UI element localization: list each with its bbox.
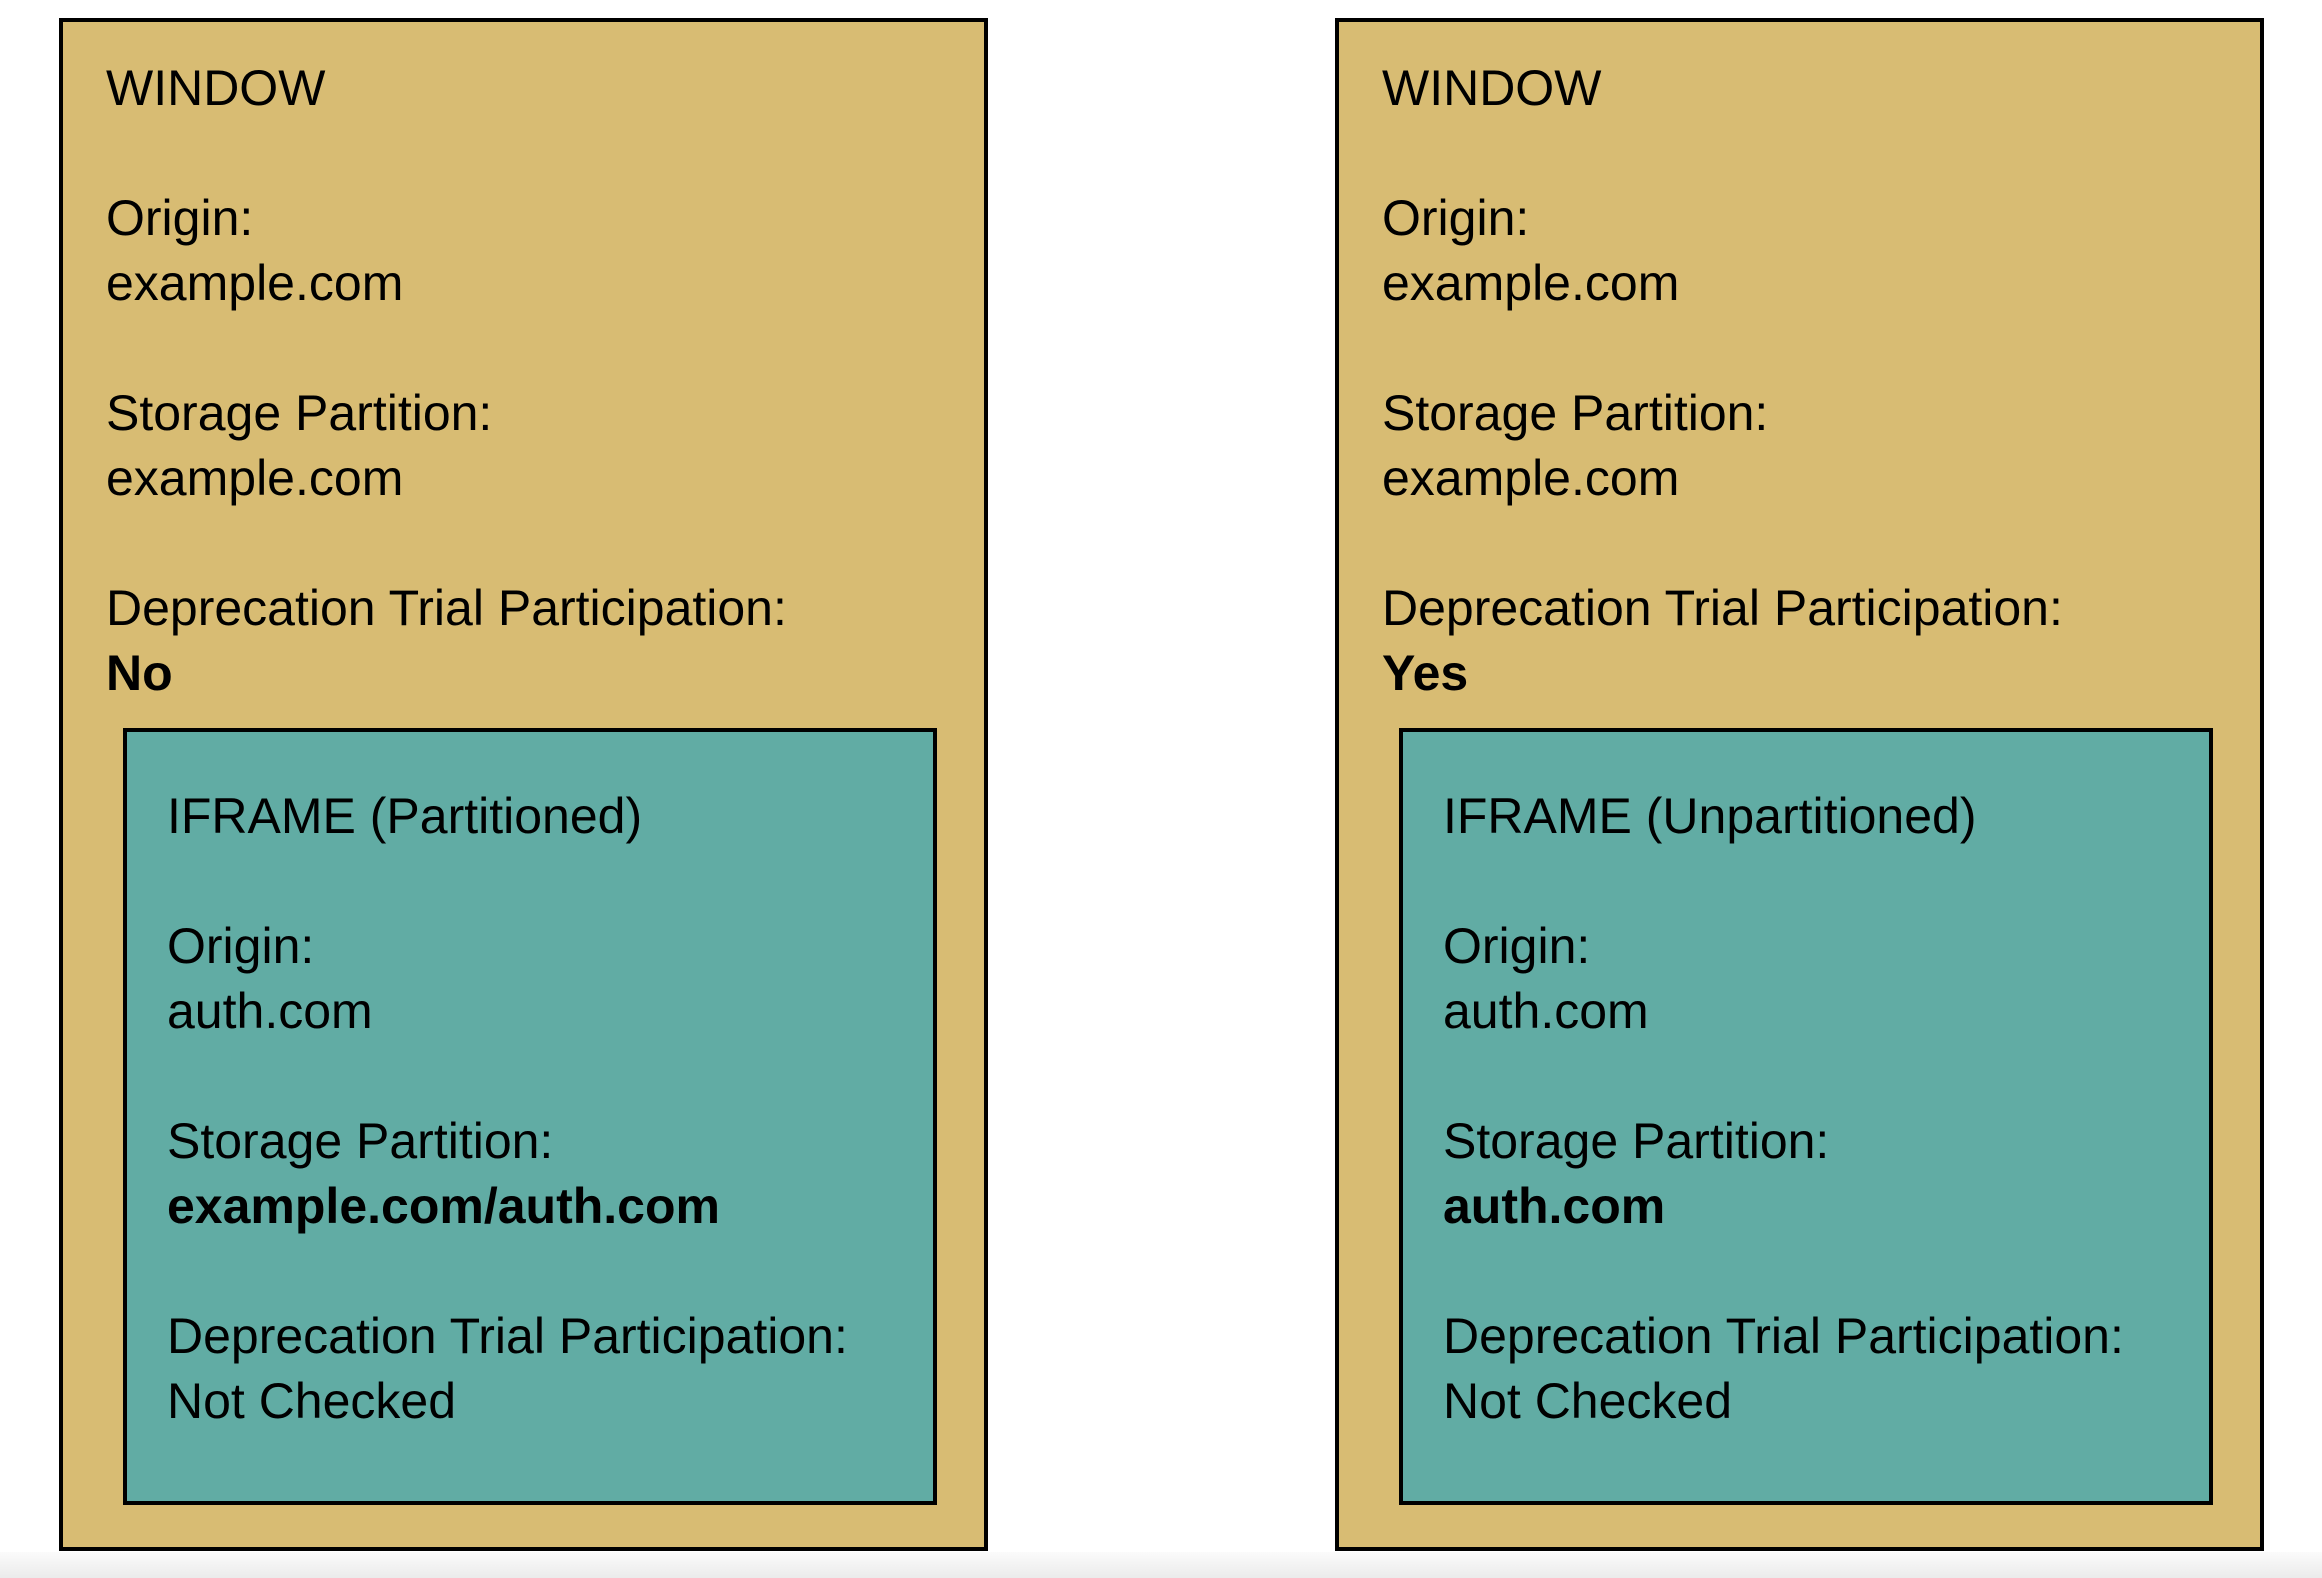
iframe-origin: Origin: auth.com <box>167 914 905 1044</box>
deprecation-trial-value: Not Checked <box>167 1373 457 1429</box>
deprecation-trial-label: Deprecation Trial Participation: <box>1443 1308 2124 1364</box>
iframe-storage-partition: Storage Partition: example.com/auth.com <box>167 1109 905 1239</box>
window-deprecation-trial: Deprecation Trial Participation: Yes <box>1382 576 2222 706</box>
origin-value: example.com <box>106 255 404 311</box>
origin-label: Origin: <box>1382 190 1530 246</box>
window-box-unpartitioned: WINDOW Origin: example.com Storage Parti… <box>1335 18 2264 1551</box>
origin-value: auth.com <box>167 983 373 1039</box>
page-bottom-edge <box>0 1552 2322 1578</box>
deprecation-trial-value: No <box>106 645 173 701</box>
storage-partition-label: Storage Partition: <box>1443 1113 1830 1169</box>
deprecation-trial-label: Deprecation Trial Participation: <box>1382 580 2063 636</box>
iframe-deprecation-trial: Deprecation Trial Participation: Not Che… <box>167 1304 905 1434</box>
window-title: WINDOW <box>106 60 326 116</box>
window-box-partitioned: WINDOW Origin: example.com Storage Parti… <box>59 18 988 1551</box>
iframe-title: IFRAME (Unpartitioned) <box>1443 788 1977 844</box>
deprecation-trial-label: Deprecation Trial Participation: <box>167 1308 848 1364</box>
window-storage-partition: Storage Partition: example.com <box>106 381 946 511</box>
iframe-box-unpartitioned: IFRAME (Unpartitioned) Origin: auth.com … <box>1399 728 2213 1505</box>
window-origin: Origin: example.com <box>1382 186 2222 316</box>
storage-partition-value: auth.com <box>1443 1178 1666 1234</box>
origin-label: Origin: <box>167 918 315 974</box>
deprecation-trial-label: Deprecation Trial Participation: <box>106 580 787 636</box>
window-title: WINDOW <box>1382 60 1602 116</box>
window-deprecation-trial: Deprecation Trial Participation: No <box>106 576 946 706</box>
origin-value: auth.com <box>1443 983 1649 1039</box>
storage-partition-label: Storage Partition: <box>1382 385 1769 441</box>
deprecation-trial-value: Yes <box>1382 645 1469 701</box>
iframe-box-partitioned: IFRAME (Partitioned) Origin: auth.com St… <box>123 728 937 1505</box>
iframe-origin: Origin: auth.com <box>1443 914 2181 1044</box>
storage-partition-value: example.com/auth.com <box>167 1178 720 1234</box>
storage-partition-value: example.com <box>106 450 404 506</box>
window-origin: Origin: example.com <box>106 186 946 316</box>
origin-value: example.com <box>1382 255 1680 311</box>
storage-partition-label: Storage Partition: <box>106 385 493 441</box>
storage-partition-label: Storage Partition: <box>167 1113 554 1169</box>
origin-label: Origin: <box>106 190 254 246</box>
iframe-storage-partition: Storage Partition: auth.com <box>1443 1109 2181 1239</box>
iframe-deprecation-trial: Deprecation Trial Participation: Not Che… <box>1443 1304 2181 1434</box>
iframe-title: IFRAME (Partitioned) <box>167 788 643 844</box>
deprecation-trial-value: Not Checked <box>1443 1373 1733 1429</box>
storage-partition-value: example.com <box>1382 450 1680 506</box>
window-storage-partition: Storage Partition: example.com <box>1382 381 2222 511</box>
origin-label: Origin: <box>1443 918 1591 974</box>
